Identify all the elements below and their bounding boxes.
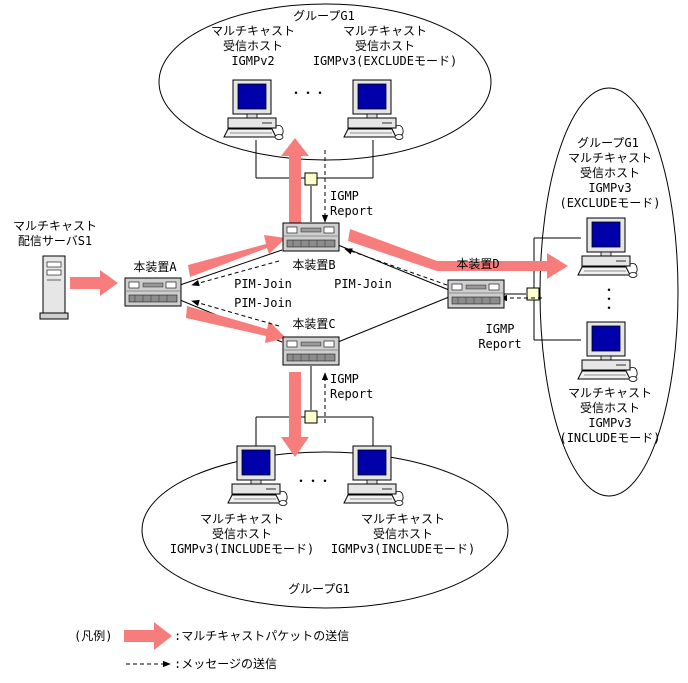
report-label-line: Report: [478, 337, 522, 351]
igmp-report-right-label: IGMP Report: [470, 322, 530, 352]
multicast-arrows: [70, 138, 568, 457]
multicast-server: [39, 255, 69, 320]
message-arrows: [191, 150, 542, 423]
host-label-line: 受信ホスト: [372, 527, 433, 541]
host-label-line: IGMPv2: [231, 54, 275, 68]
group-right-dots: ・・・: [602, 283, 615, 315]
group-right-title: グループG1: [577, 136, 639, 150]
host-label-line: 受信ホスト: [211, 527, 272, 541]
router-d: [447, 279, 505, 309]
router-c: [282, 336, 340, 366]
group-top-dots: ・・・: [289, 86, 326, 100]
group-bottom-outline: [141, 451, 509, 609]
server-label-line: 配信サーバS1: [17, 234, 93, 248]
host-label-line: 受信ホスト: [354, 39, 415, 53]
host-top-right: [343, 79, 404, 140]
multicast-arrow-a-to-c: [186, 306, 286, 343]
host-top-left: [223, 79, 284, 140]
multicast-arrow-b-up: [281, 138, 309, 224]
host-label-line: マルチキャスト: [360, 512, 445, 526]
report-label-line: Report: [330, 204, 374, 218]
legend-multicast-arrow-icon: [124, 622, 172, 650]
host-label-line: 受信ホスト: [579, 166, 640, 180]
host-label-line: (EXCLUDEモード): [559, 196, 661, 210]
igmp-label-line: IGMP: [330, 372, 359, 386]
router-a: [124, 277, 182, 307]
host-top-left-label: マルチキャスト 受信ホスト IGMPv2: [198, 24, 308, 69]
host-label-line: (INCLUDEモード): [559, 431, 661, 445]
multicast-arrow-server-to-a: [70, 270, 118, 296]
host-label-line: 受信ホスト: [222, 39, 283, 53]
pim-join-label-b-to-a: PIM-Join: [234, 277, 292, 291]
router-b: [282, 222, 340, 252]
hub-top: [304, 172, 318, 186]
host-label-line: IGMPv3(INCLUDEモード): [330, 542, 476, 556]
router-d-label: 本装置D: [456, 257, 500, 271]
host-top-right-label: マルチキャスト 受信ホスト IGMPv3(EXCLUDEモード): [300, 24, 470, 69]
group-top-title: グループG1: [293, 9, 355, 23]
multicast-arrow-a-to-b: [188, 235, 286, 277]
hub-right: [526, 287, 540, 301]
pim-join-label-c-to-a: PIM-Join: [234, 296, 292, 310]
host-label-line: IGMPv3(EXCLUDEモード): [312, 54, 458, 68]
host-right-bottom: [577, 321, 638, 382]
pim-join-c-to-a: [191, 299, 280, 327]
host-label-line: マルチキャスト: [210, 24, 295, 38]
host-label-line: マルチキャスト: [342, 24, 427, 38]
host-label-line: マルチキャスト: [199, 512, 284, 526]
igmp-report-bottom-label: IGMP Report: [330, 372, 373, 402]
host-right-top: [577, 217, 638, 278]
host-label-line: IGMPv3(INCLUDEモード): [169, 542, 315, 556]
host-bottom-left-label: マルチキャスト 受信ホスト IGMPv3(INCLUDEモード): [157, 512, 327, 557]
server-label-line: マルチキャスト: [12, 219, 97, 233]
hub-bottom: [304, 410, 318, 424]
host-bottom-right-label: マルチキャスト 受信ホスト IGMPv3(INCLUDEモード): [318, 512, 488, 557]
host-label-line: マルチキャスト: [567, 386, 652, 400]
router-b-label: 本装置B: [292, 258, 336, 272]
host-label-line: IGMPv3: [588, 181, 632, 195]
server-label: マルチキャスト 配信サーバS1: [2, 219, 108, 249]
igmp-label-line: IGMP: [485, 322, 515, 336]
router-a-label: 本装置A: [133, 260, 177, 274]
legend-message-text: :メッセージの送信: [174, 657, 277, 671]
pim-join-label-d-to-b: PIM-Join: [334, 277, 392, 291]
host-right-bottom-label: マルチキャスト 受信ホスト IGMPv3 (INCLUDEモード): [548, 386, 672, 446]
report-label-line: Report: [330, 387, 374, 401]
host-right-top-label: マルチキャスト 受信ホスト IGMPv3 (EXCLUDEモード): [548, 151, 672, 211]
group-bottom-title: グループG1: [288, 582, 350, 596]
host-label-line: マルチキャスト: [567, 151, 652, 165]
multicast-arrow-b-to-d: [348, 229, 568, 279]
host-label-line: 受信ホスト: [579, 401, 640, 415]
host-label-line: IGMPv3: [588, 416, 632, 430]
igmp-label-line: IGMP: [330, 189, 359, 203]
igmp-report-top-label: IGMP Report: [330, 189, 373, 219]
host-bottom-right: [343, 445, 404, 506]
legend-prefix: (凡例): [74, 629, 113, 643]
group-bottom-dots: ・・・: [294, 474, 331, 488]
legend-multicast-text: :マルチキャストパケットの送信: [174, 629, 350, 643]
multicast-arrow-c-down: [281, 372, 309, 457]
group-right-outline: [539, 87, 679, 497]
pim-join-b-to-a: [191, 260, 280, 287]
router-c-label: 本装置C: [292, 317, 336, 331]
